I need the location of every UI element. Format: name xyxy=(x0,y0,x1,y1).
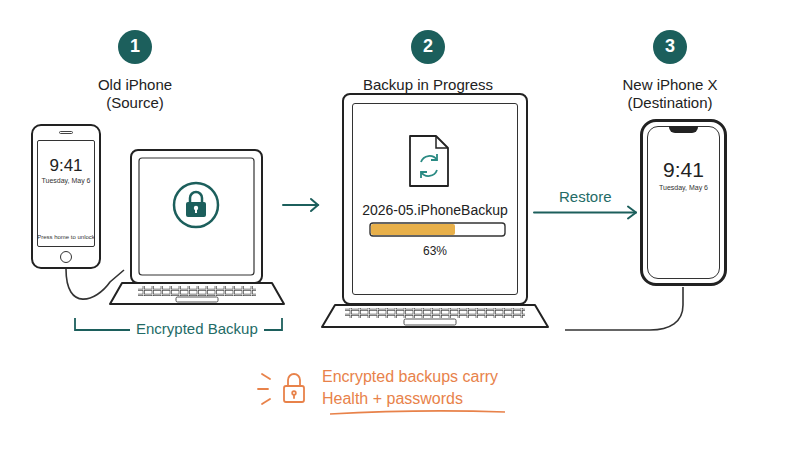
step-circle: 2 xyxy=(411,30,445,64)
screen-text: Press home to unlock xyxy=(36,234,96,241)
screen-text: 2026-05.iPhoneBackup xyxy=(347,202,523,218)
bracket-label: Encrypted Backup xyxy=(130,320,264,338)
step-number: 2 xyxy=(414,36,442,57)
screen-text: 9:41 xyxy=(36,156,96,176)
screen-text: Tuesday, May 6 xyxy=(646,184,721,192)
step-number: 3 xyxy=(656,36,684,57)
lock-icon xyxy=(258,374,304,404)
laptop-backup xyxy=(322,136,548,327)
edge-label: Restore xyxy=(557,188,614,206)
step-heading: Backup in Progress xyxy=(363,76,493,94)
note: Encrypted backups carry Health + passwor… xyxy=(322,366,514,410)
step-heading: New iPhone X (Destination) xyxy=(614,76,726,112)
screen-text: 9:41 xyxy=(646,158,721,182)
speaker xyxy=(59,131,73,134)
underline xyxy=(330,411,505,414)
step-number: 1 xyxy=(121,36,149,57)
phone-screen xyxy=(647,126,720,279)
notch xyxy=(669,126,698,133)
laptop-screen: 2026-05.iPhoneBackup 63% xyxy=(342,93,528,305)
step-circle: 1 xyxy=(118,30,152,64)
usb-cable xyxy=(565,287,683,330)
screen-text: Tuesday, May 6 xyxy=(36,177,96,185)
screen-text: 63% xyxy=(347,245,523,259)
screen-inner xyxy=(352,103,518,295)
home-button xyxy=(60,251,72,263)
restore-arrow xyxy=(534,207,636,219)
old-iphone: 9:41Tuesday, May 6 Press home to unlock xyxy=(31,124,101,269)
new-iphone: 9:41Tuesday, May 6 xyxy=(640,119,727,286)
step-heading: Old iPhone (Source) xyxy=(85,76,185,112)
laptop-source xyxy=(110,150,284,304)
step-circle: 3 xyxy=(653,30,687,64)
flow-arrow xyxy=(283,199,318,211)
